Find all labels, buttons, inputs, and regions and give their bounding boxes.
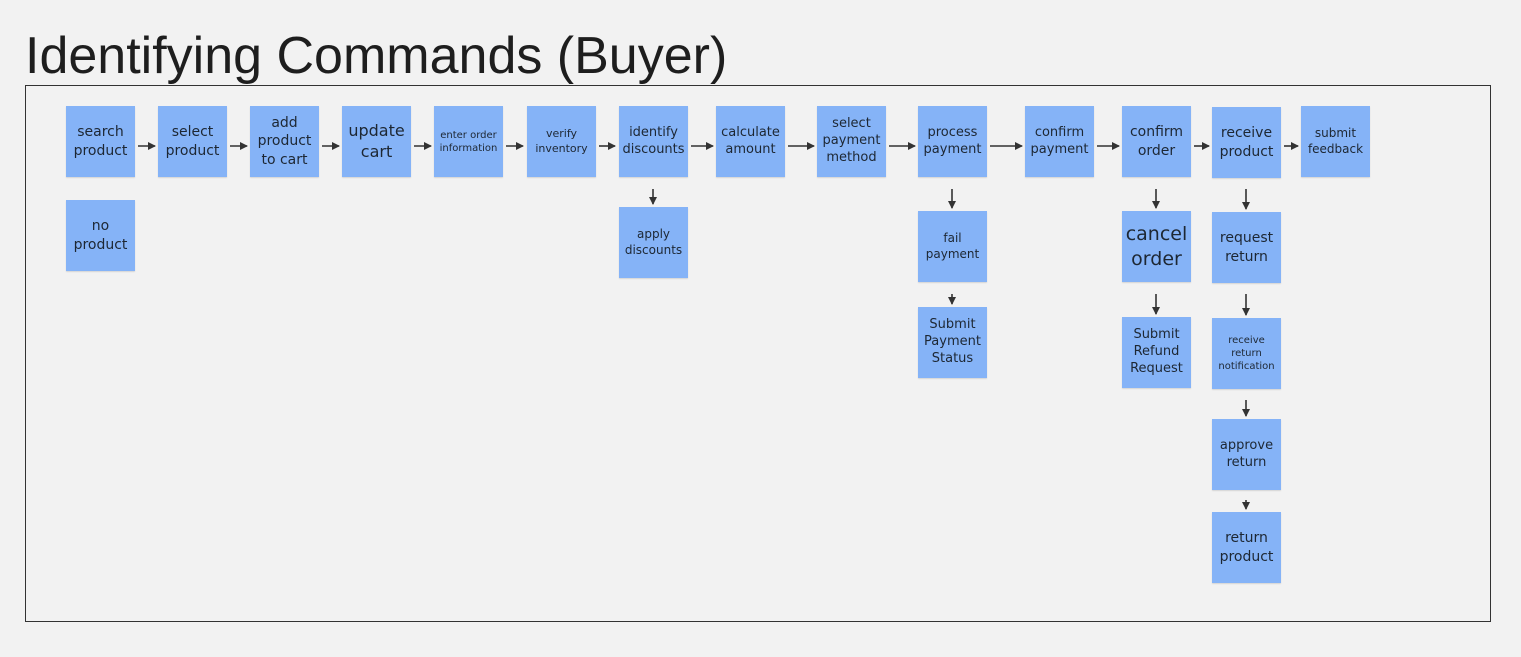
note-submit-refund-request[interactable]: Submit Refund Request — [1122, 317, 1191, 388]
note-process-payment[interactable]: process payment — [918, 106, 987, 177]
diagram-title: Identifying Commands (Buyer) — [25, 27, 728, 85]
note-confirm-order[interactable]: confirm order — [1122, 106, 1191, 177]
note-return-product[interactable]: return product — [1212, 512, 1281, 583]
note-select-product[interactable]: select product — [158, 106, 227, 177]
note-fail-payment[interactable]: fail payment — [918, 211, 987, 282]
note-confirm-payment[interactable]: confirm payment — [1025, 106, 1094, 177]
note-submit-feedback[interactable]: submit feedback — [1301, 106, 1370, 177]
note-apply-discounts[interactable]: apply discounts — [619, 207, 688, 278]
note-add-product-to-cart[interactable]: add product to cart — [250, 106, 319, 177]
note-cancel-order[interactable]: cancel order — [1122, 211, 1191, 282]
note-update-cart[interactable]: update cart — [342, 106, 411, 177]
note-no-product[interactable]: no product — [66, 200, 135, 271]
note-verify-inventory[interactable]: verify inventory — [527, 106, 596, 177]
note-submit-payment-status[interactable]: Submit Payment Status — [918, 307, 987, 378]
note-receive-product[interactable]: receive product — [1212, 107, 1281, 178]
note-calculate-amount[interactable]: calculate amount — [716, 106, 785, 177]
note-enter-order-information[interactable]: enter order information — [434, 106, 503, 177]
note-approve-return[interactable]: approve return — [1212, 419, 1281, 490]
note-select-payment-method[interactable]: select payment method — [817, 106, 886, 177]
note-receive-return-notification[interactable]: receive return notification — [1212, 318, 1281, 389]
note-request-return[interactable]: request return — [1212, 212, 1281, 283]
note-identify-discounts[interactable]: identify discounts — [619, 106, 688, 177]
note-search-product[interactable]: search product — [66, 106, 135, 177]
diagram-frame — [25, 85, 1491, 622]
